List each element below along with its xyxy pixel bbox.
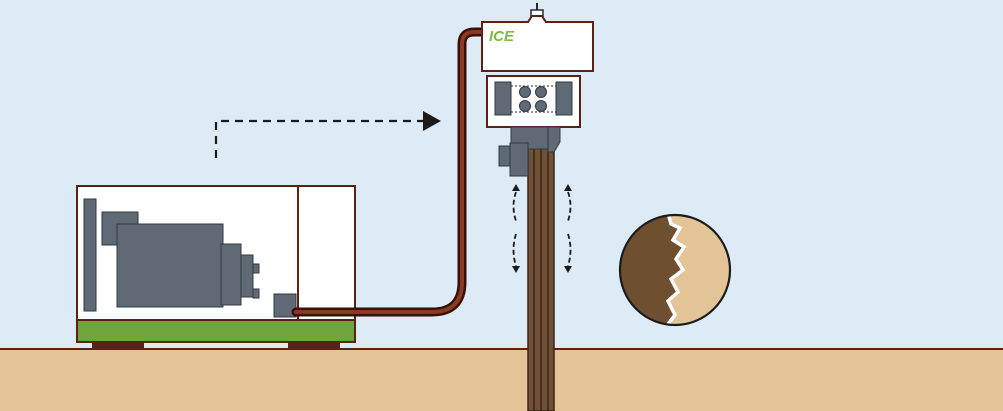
ground xyxy=(0,348,1003,411)
soil-cross-section-icon xyxy=(618,213,732,327)
radiator-panel xyxy=(83,198,97,312)
clamp-jaw xyxy=(547,126,561,153)
vibratory-hammer: ICE xyxy=(481,3,594,177)
power-pack-unit xyxy=(76,185,356,348)
power-pack-feet xyxy=(92,341,144,348)
eccentric-weight xyxy=(519,86,531,98)
vibration-arrows-icon xyxy=(512,184,572,273)
power-pack-base xyxy=(76,319,356,343)
hydraulic-hose xyxy=(291,27,489,317)
suppressor-housing xyxy=(481,15,594,72)
brand-logo: ICE xyxy=(489,28,515,45)
pile xyxy=(527,145,555,411)
engine-icon xyxy=(101,211,297,318)
dashed-right-arrow-icon xyxy=(214,111,441,158)
